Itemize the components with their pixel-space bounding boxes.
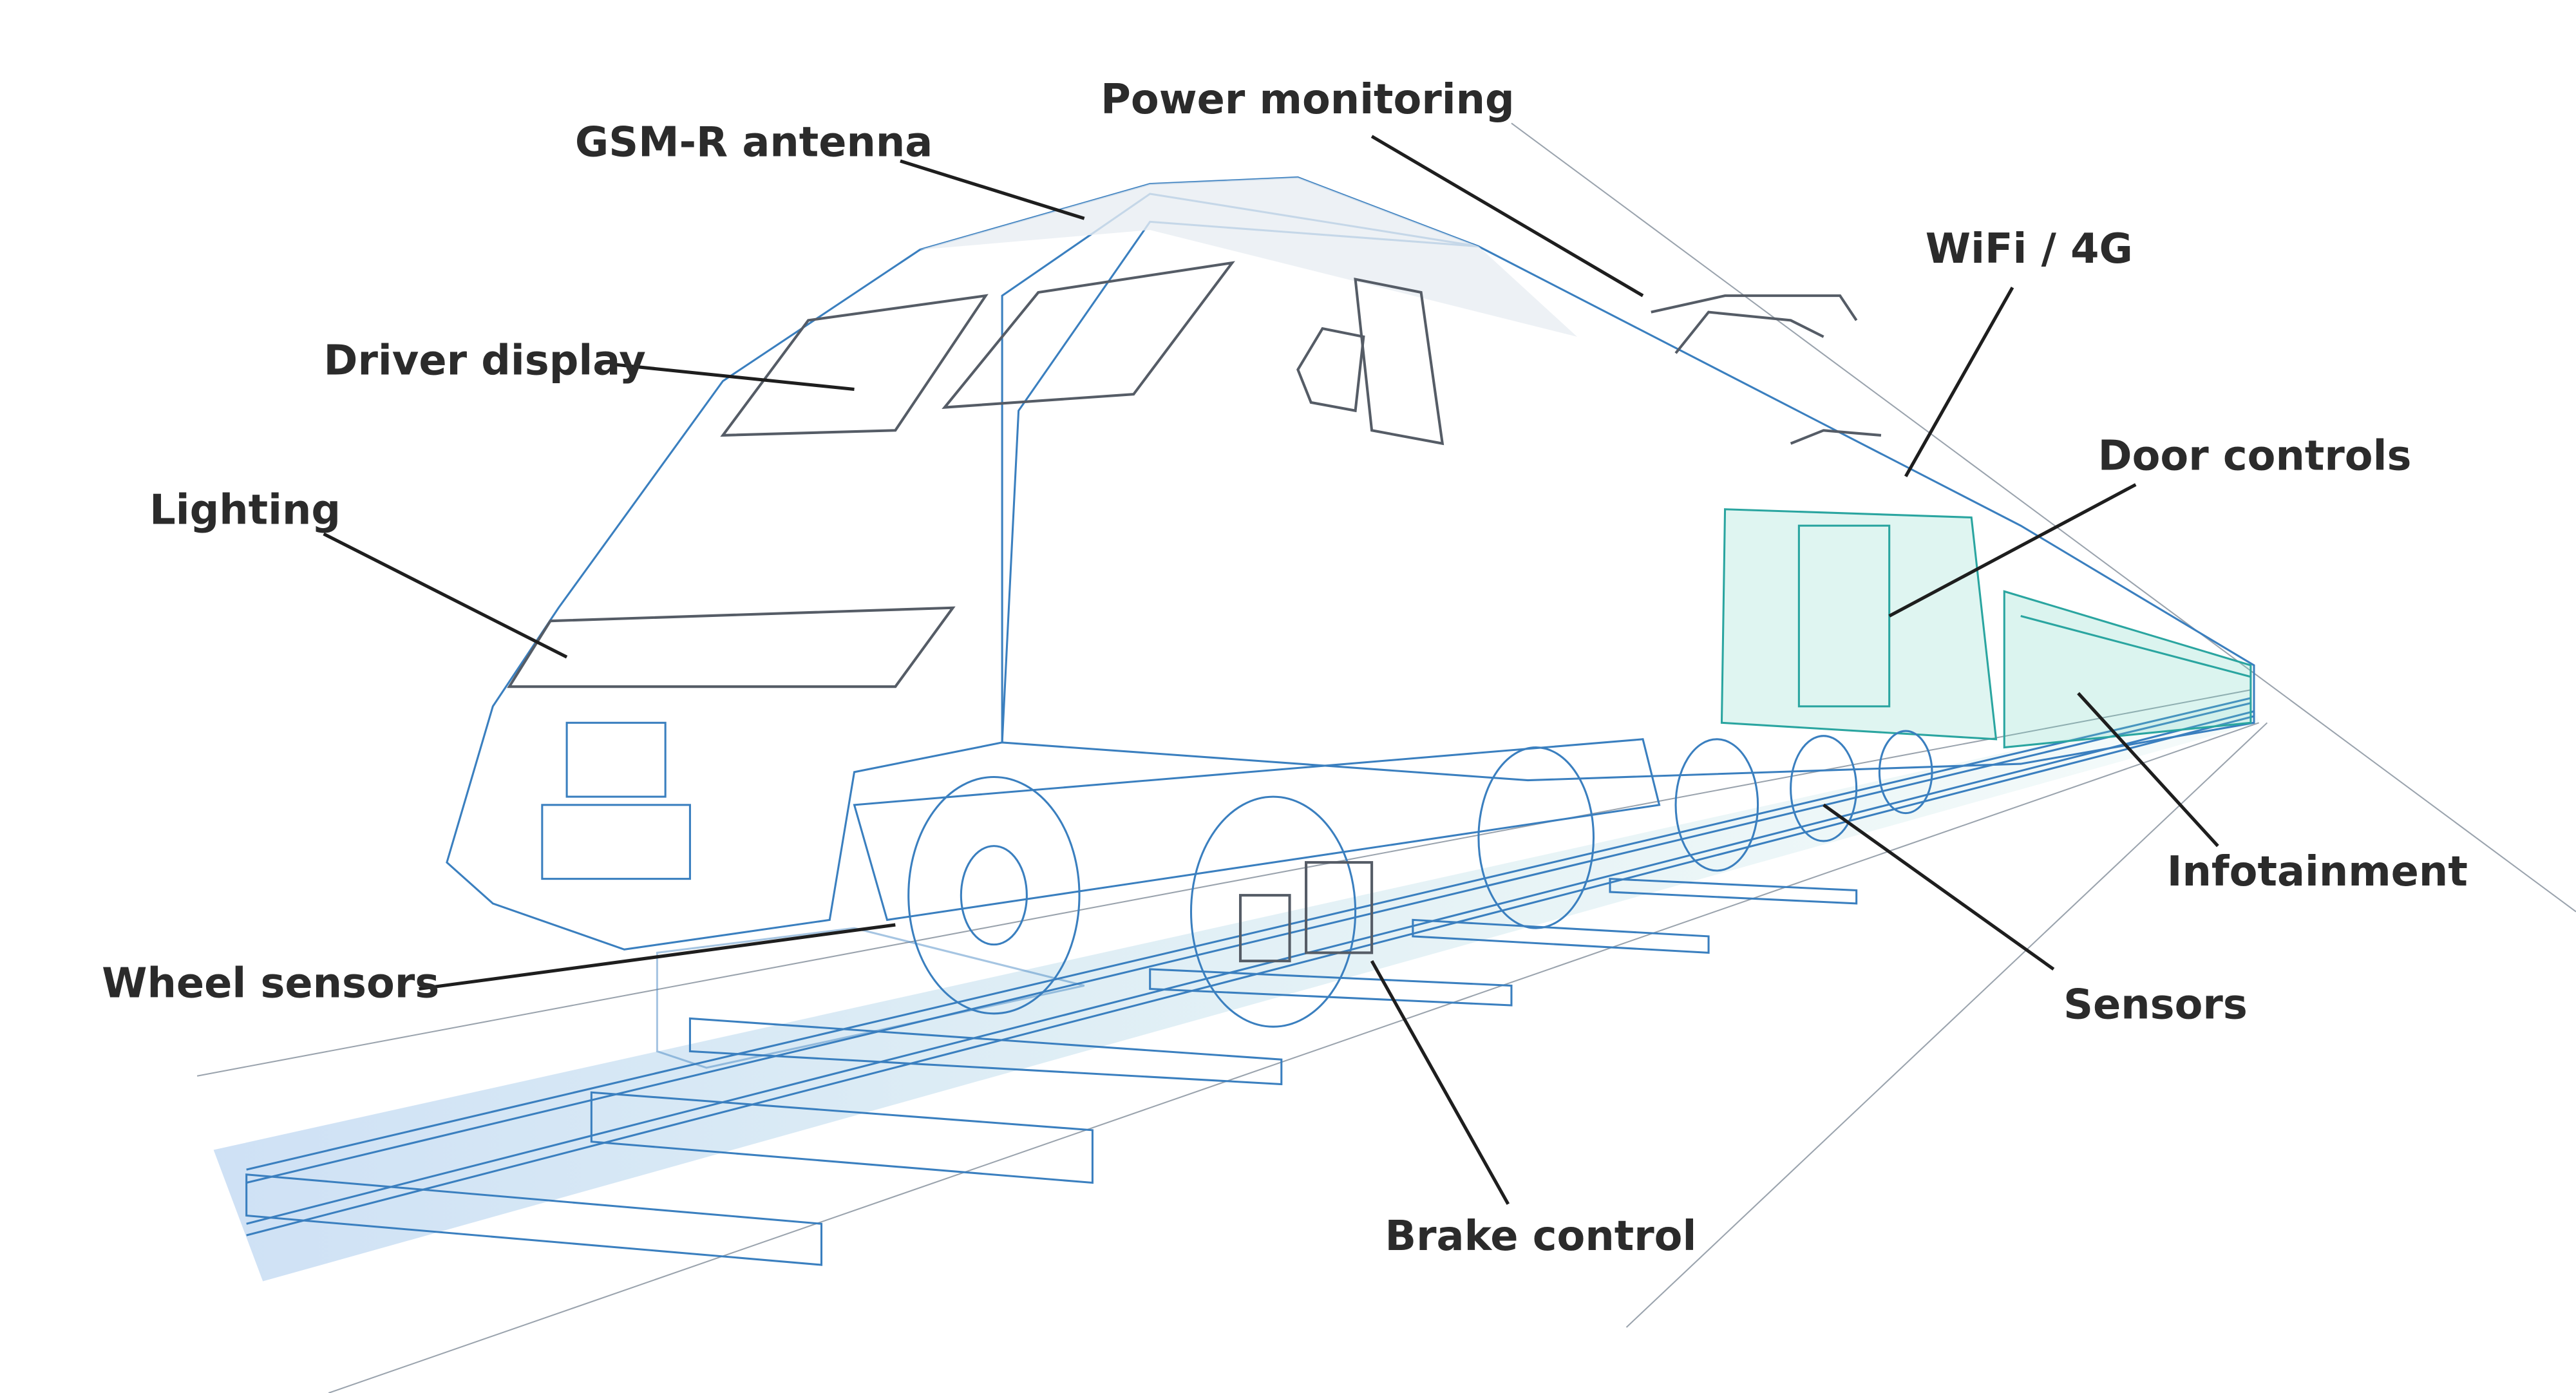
railway-track (213, 697, 2259, 1282)
label-lighting: Lighting (149, 487, 341, 535)
leader-lines (323, 135, 2219, 1205)
front-bumper (656, 927, 1085, 1069)
perspective-lines (196, 122, 2576, 1393)
roof (920, 177, 1577, 337)
label-wheel-sensors: Wheel sensors (102, 960, 439, 1007)
label-gsmr-antenna: GSM-R antenna (575, 118, 933, 166)
label-sensors: Sensors (2063, 981, 2248, 1028)
label-power-monitoring: Power monitoring (1101, 76, 1515, 124)
train-nose (446, 176, 1479, 951)
label-infotainment: Infotainment (2167, 848, 2468, 896)
label-brake-control: Brake control (1385, 1213, 1697, 1260)
bogies (853, 730, 1933, 1028)
brake-unit (1238, 861, 1374, 963)
label-wifi-4g: WiFi / 4G (1926, 225, 2133, 273)
label-door-controls: Door controls (2098, 433, 2412, 480)
label-driver-display: Driver display (324, 337, 646, 385)
